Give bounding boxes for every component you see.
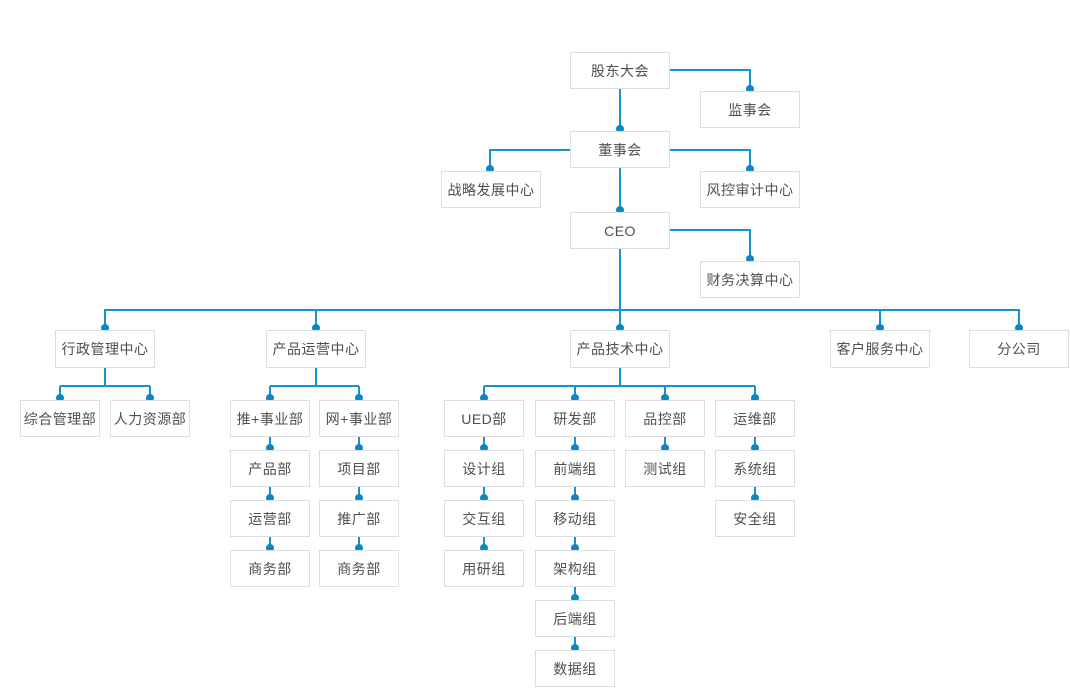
org-node-label: 产品技术中心 <box>576 341 664 357</box>
org-node-product-tech-center: 产品技术中心 <box>570 330 670 368</box>
org-node-qc-dept: 品控部 <box>625 400 705 437</box>
org-node-ops-maintenance-dept: 运维部 <box>715 400 795 437</box>
org-node-finance-center: 财务决算中心 <box>700 261 800 298</box>
org-node-shareholders-meeting: 股东大会 <box>570 52 670 89</box>
connector-line <box>670 149 751 171</box>
org-node-label: 运营部 <box>248 510 292 527</box>
org-node-branch-company: 分公司 <box>969 330 1069 368</box>
org-node-ued-dept: UED部 <box>444 400 524 437</box>
org-node-system-group: 系统组 <box>715 450 795 487</box>
connector-line <box>670 229 751 261</box>
org-node-label: 风控审计中心 <box>706 181 794 198</box>
org-node-design-group: 设计组 <box>444 450 524 487</box>
org-node-board-of-directors: 董事会 <box>570 131 670 168</box>
org-node-label: 财务决算中心 <box>706 271 794 288</box>
org-node-label: 战略发展中心 <box>447 181 535 198</box>
org-node-label: 监事会 <box>728 101 772 118</box>
org-node-data-group: 数据组 <box>535 650 615 687</box>
org-node-risk-audit-center: 风控审计中心 <box>700 171 800 208</box>
org-node-label: 人力资源部 <box>113 410 187 427</box>
org-node-label: 网+事业部 <box>325 410 393 427</box>
org-node-label: 客户服务中心 <box>836 341 924 357</box>
org-node-hr-dept: 人力资源部 <box>110 400 190 437</box>
org-node-label: 产品部 <box>248 460 292 477</box>
org-node-testing-group: 测试组 <box>625 450 705 487</box>
org-node-frontend-group: 前端组 <box>535 450 615 487</box>
org-node-architecture-group: 架构组 <box>535 550 615 587</box>
org-node-label: 系统组 <box>733 460 777 477</box>
org-node-label: 分公司 <box>997 341 1041 357</box>
org-node-label: 品控部 <box>643 410 687 427</box>
org-node-label: 推+事业部 <box>236 410 304 427</box>
org-node-label: CEO <box>604 222 636 239</box>
org-node-product-dept: 产品部 <box>230 450 310 487</box>
org-node-label: 产品运营中心 <box>272 341 360 357</box>
org-node-admin-center: 行政管理中心 <box>55 330 155 368</box>
org-node-label: 架构组 <box>553 560 597 577</box>
org-node-ceo: CEO <box>570 212 670 249</box>
org-node-label: 研发部 <box>553 410 597 427</box>
org-node-project-dept: 项目部 <box>319 450 399 487</box>
org-node-promotion-dept: 推广部 <box>319 500 399 537</box>
org-node-label: 数据组 <box>553 660 597 677</box>
org-node-business-dept-wang: 商务部 <box>319 550 399 587</box>
org-node-label: 后端组 <box>553 610 597 627</box>
org-node-label: 推广部 <box>337 510 381 527</box>
org-node-label: 股东大会 <box>591 62 649 79</box>
org-node-label: 用研组 <box>462 560 506 577</box>
org-node-mobile-group: 移动组 <box>535 500 615 537</box>
org-node-label: 商务部 <box>248 560 292 577</box>
org-node-interaction-group: 交互组 <box>444 500 524 537</box>
connector-line <box>670 69 751 91</box>
org-node-label: 行政管理中心 <box>61 341 149 357</box>
org-node-supervisory-board: 监事会 <box>700 91 800 128</box>
org-node-label: 前端组 <box>553 460 597 477</box>
org-node-label: 综合管理部 <box>23 410 97 427</box>
org-node-business-dept-tui: 商务部 <box>230 550 310 587</box>
org-node-label: 项目部 <box>337 460 381 477</box>
org-node-operation-dept: 运营部 <box>230 500 310 537</box>
org-node-security-group: 安全组 <box>715 500 795 537</box>
org-node-strategy-center: 战略发展中心 <box>441 171 541 208</box>
org-node-label: UED部 <box>461 410 507 427</box>
org-node-general-admin-dept: 综合管理部 <box>20 400 100 437</box>
org-node-label: 设计组 <box>462 460 506 477</box>
org-node-wang-division: 网+事业部 <box>319 400 399 437</box>
org-node-customer-service-center: 客户服务中心 <box>830 330 930 368</box>
connector-line <box>489 149 570 171</box>
org-node-rnd-dept: 研发部 <box>535 400 615 437</box>
org-node-user-research-group: 用研组 <box>444 550 524 587</box>
connector-line <box>104 309 1020 330</box>
org-node-label: 测试组 <box>643 460 687 477</box>
org-node-label: 董事会 <box>598 141 642 158</box>
org-node-label: 运维部 <box>733 410 777 427</box>
org-node-product-ops-center: 产品运营中心 <box>266 330 366 368</box>
org-node-label: 移动组 <box>553 510 597 527</box>
org-node-label: 商务部 <box>337 560 381 577</box>
org-node-backend-group: 后端组 <box>535 600 615 637</box>
org-node-label: 交互组 <box>462 510 506 527</box>
org-node-tui-division: 推+事业部 <box>230 400 310 437</box>
org-node-label: 安全组 <box>733 510 777 527</box>
